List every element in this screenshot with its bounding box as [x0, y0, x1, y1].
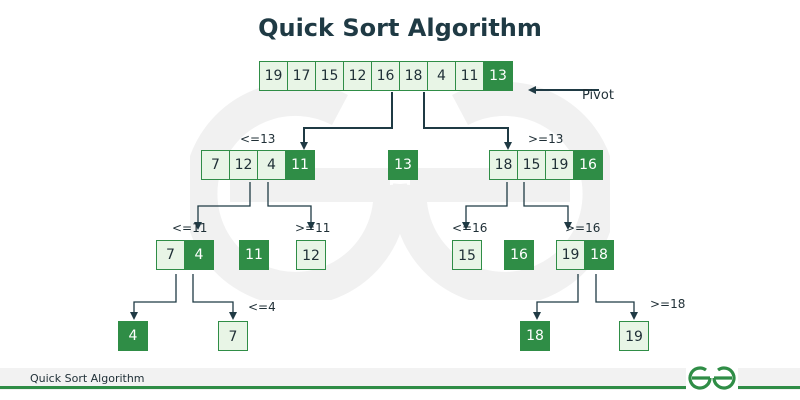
arrow-root-left [300, 92, 393, 150]
gfg-logo-icon [686, 364, 738, 392]
arrow-r2-left [533, 274, 579, 320]
leaf-node: 7 [218, 321, 248, 351]
array-cell: 19 [260, 62, 288, 90]
array-cell: 15 [518, 151, 546, 179]
partition-label: <=16 [452, 221, 488, 235]
pivot-cell: 13 [484, 62, 512, 90]
leaf-node: 12 [296, 240, 326, 270]
page-title: Quick Sort Algorithm [258, 14, 542, 42]
array-cell: 15 [316, 62, 344, 90]
arrow-l2-right [192, 274, 237, 320]
pivot-label: Pivot [582, 88, 614, 103]
array-cell: 19 [546, 151, 574, 179]
right-subarray: 18 15 19 16 [489, 150, 603, 180]
partition-label-right: >=13 [528, 132, 564, 146]
pivot-node: 11 [239, 240, 269, 270]
partition-label: <=11 [172, 221, 208, 235]
arrow-l2-left [130, 274, 177, 320]
pivot-cell: 16 [574, 151, 602, 179]
array-cell: 4 [258, 151, 286, 179]
arrow-r2-right [595, 274, 638, 320]
footer-bar: Quick Sort Algorithm [0, 368, 800, 390]
pivot-node: 18 [520, 321, 550, 351]
leaf-node: 15 [452, 240, 482, 270]
array-cell: 4 [428, 62, 456, 90]
pivot-node: 16 [504, 240, 534, 270]
pivot-cell: 18 [585, 241, 613, 269]
array-cell: 17 [288, 62, 316, 90]
footer-divider [0, 386, 800, 389]
arrow-r1-left [462, 182, 508, 230]
arrow-r1-right [523, 182, 572, 230]
array-cell: 12 [344, 62, 372, 90]
array-cell: 18 [400, 62, 428, 90]
pivot-cell: 4 [185, 241, 213, 269]
partition-label: >=16 [565, 221, 601, 235]
root-array: 19 17 15 12 16 18 4 11 13 [259, 61, 513, 91]
array-cell: 7 [202, 151, 230, 179]
subarray: 7 4 [156, 240, 214, 270]
array-cell: 19 [557, 241, 585, 269]
array-cell: 11 [456, 62, 484, 90]
array-cell: 12 [230, 151, 258, 179]
arrow-l1-left [194, 182, 251, 230]
partition-label: >=18 [650, 297, 686, 311]
array-cell: 7 [157, 241, 185, 269]
partition-label-left: <=13 [240, 132, 276, 146]
partition-label: <=4 [248, 300, 276, 314]
pivot-cell: 11 [286, 151, 314, 179]
pivot-node: 4 [118, 321, 148, 351]
arrow-l1-right [267, 182, 315, 230]
partition-label: >=11 [295, 221, 331, 235]
arrow-root-right [423, 92, 512, 150]
subarray: 19 18 [556, 240, 614, 270]
array-cell: 18 [490, 151, 518, 179]
array-cell: 16 [372, 62, 400, 90]
leaf-node: 19 [619, 321, 649, 351]
footer-caption: Quick Sort Algorithm [30, 372, 145, 385]
pivot-node: 13 [388, 150, 418, 180]
left-subarray: 7 12 4 11 [201, 150, 315, 180]
